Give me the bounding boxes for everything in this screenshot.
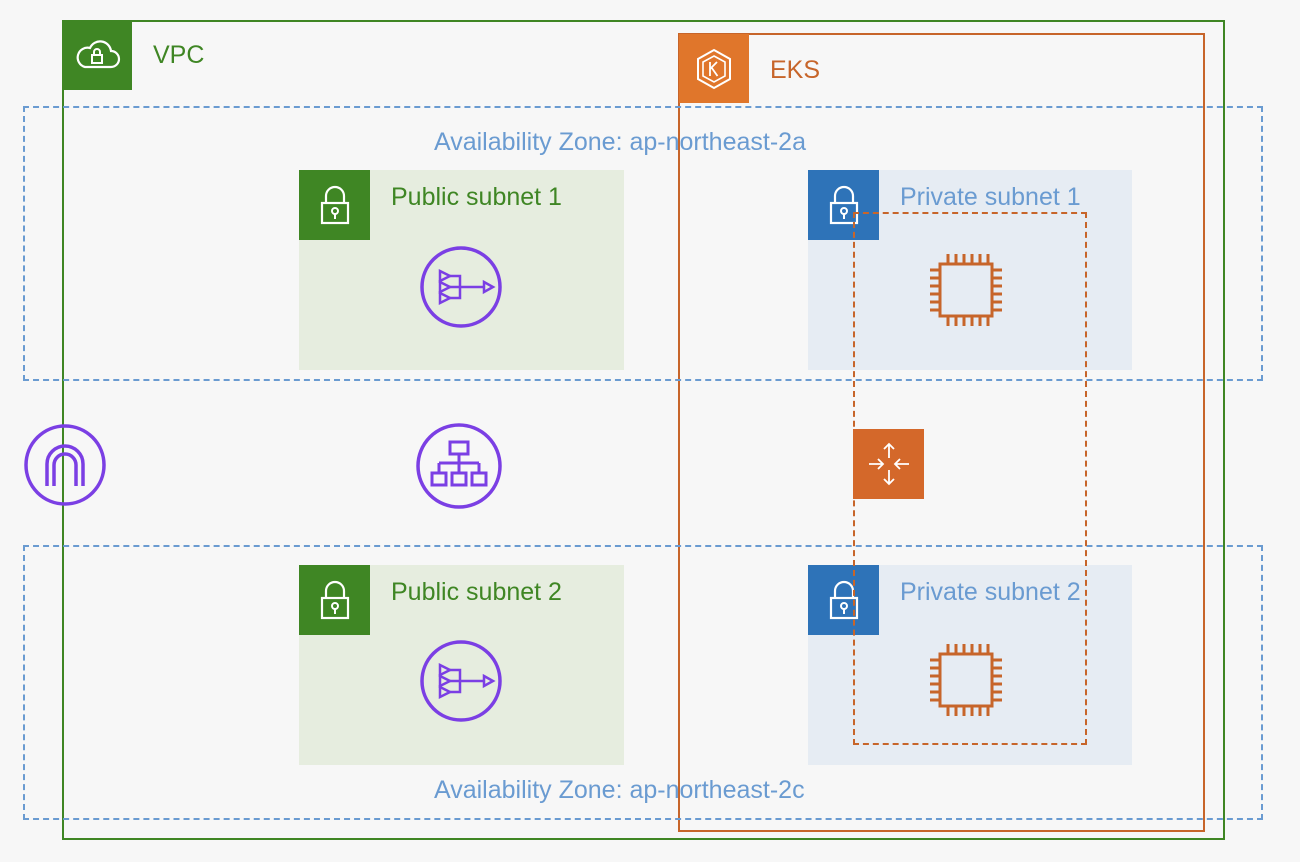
eks-badge <box>679 34 749 103</box>
vpc-boundary <box>62 20 1225 840</box>
public-subnet-2-label: Public subnet 2 <box>391 578 562 606</box>
availability-zone-c <box>23 545 1263 820</box>
application-load-balancer-icon <box>416 423 502 509</box>
public-subnet-2-badge <box>299 565 370 635</box>
lock-icon <box>315 578 355 622</box>
public-subnet-1-label: Public subnet 1 <box>391 183 562 211</box>
lock-icon <box>315 183 355 227</box>
public-subnet-1-badge <box>299 170 370 240</box>
availability-zone-a <box>23 106 1263 381</box>
private-subnet-2-badge <box>808 565 879 635</box>
lock-icon <box>824 578 864 622</box>
eks-label: EKS <box>770 56 821 84</box>
availability-zone-a-label: Availability Zone: ap-northeast-2a <box>434 128 806 156</box>
auto-scaling-badge <box>853 429 924 499</box>
vpc-badge <box>62 20 132 90</box>
eks-boundary <box>678 33 1205 832</box>
ec2-chip-icon <box>926 640 1006 720</box>
ec2-chip-icon <box>926 250 1006 330</box>
nat-gateway-icon <box>420 246 502 328</box>
nat-gateway-icon <box>420 640 502 722</box>
vpc-cloud-lock-icon <box>73 35 121 75</box>
private-subnet-1-label: Private subnet 1 <box>900 183 1081 211</box>
availability-zone-c-label: Availability Zone: ap-northeast-2c <box>434 776 805 804</box>
internet-gateway-icon <box>24 424 106 506</box>
private-subnet-1-badge <box>808 170 879 240</box>
kubernetes-icon <box>691 46 737 92</box>
auto-scaling-icon <box>865 440 913 488</box>
private-subnet-2-label: Private subnet 2 <box>900 578 1081 606</box>
vpc-label: VPC <box>153 41 205 69</box>
